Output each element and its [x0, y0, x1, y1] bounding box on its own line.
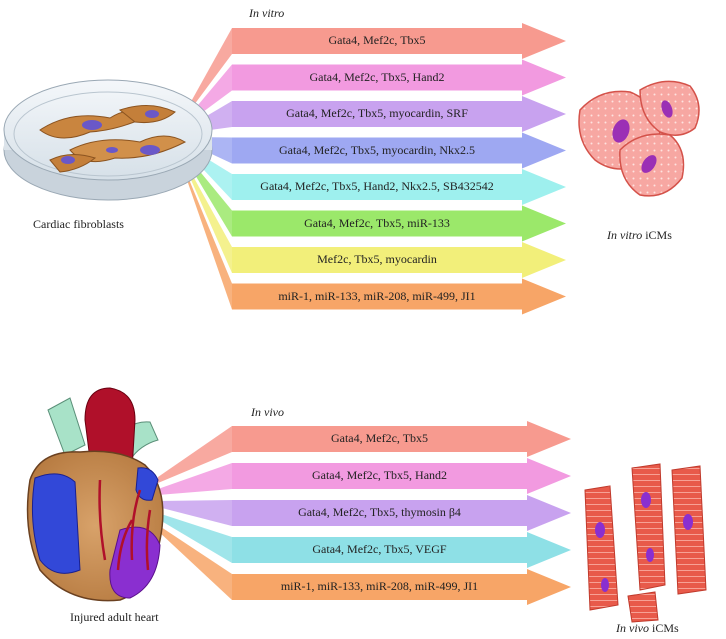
- arrow-label: Gata4, Mef2c, Tbx5, myocardin, SRF: [286, 106, 468, 120]
- arrow-label: miR-1, miR-133, miR-208, miR-499, JI1: [280, 579, 479, 593]
- in-vivo-icms-illustration: [584, 463, 707, 623]
- arrow: [232, 169, 566, 205]
- arrow-label: Gata4, Mef2c, Tbx5: [330, 431, 429, 445]
- arrow: [232, 96, 566, 132]
- arrow: [232, 278, 566, 315]
- in-vitro-icms-label: In vitro iCMs: [607, 228, 672, 242]
- injured-heart-illustration: [26, 387, 164, 602]
- fan-beam: [158, 463, 232, 495]
- arrow-label: Gata4, Mef2c, Tbx5, Hand2, Nkx2.5, SB432…: [260, 179, 494, 193]
- petri-dish: [3, 79, 213, 201]
- fan-beam: [188, 28, 232, 113]
- arrow: [232, 132, 566, 169]
- arrow: [232, 23, 566, 59]
- arrow: [232, 495, 571, 531]
- arrow-label: miR-1, miR-133, miR-208, miR-499, JI1: [278, 288, 476, 303]
- arrow: [232, 569, 571, 605]
- fibroblast-cells: [39, 105, 187, 173]
- fan-beam: [158, 513, 232, 563]
- injured-heart-label: Injured adult heart: [70, 610, 159, 624]
- cardiac-fibroblasts-label: Cardiac fibroblasts: [33, 217, 124, 231]
- arrow-label: Gata4, Mef2c, Tbx5: [328, 33, 426, 47]
- arrow: [232, 242, 566, 278]
- arrow: [232, 59, 566, 96]
- fan-beam: [158, 525, 232, 600]
- arrow-label: Gata4, Mef2c, Tbx5, Hand2: [311, 468, 448, 482]
- fan-beam: [158, 500, 232, 526]
- arrow-label: Gata4, Mef2c, Tbx5, myocardin, Nkx2.5: [278, 142, 476, 157]
- arrow-label: Gata4, Mef2c, Tbx5, miR-133: [304, 215, 450, 230]
- fan-beam: [188, 177, 232, 310]
- in-vitro-section-label: In vitro: [249, 6, 285, 20]
- bottom-fan: [158, 426, 232, 600]
- arrow-label: Gata4, Mef2c, Tbx5, Hand2: [309, 69, 445, 84]
- arrow: [232, 421, 571, 457]
- in-vivo-section-label: In vivo: [251, 405, 284, 419]
- arrow-label: Gata4, Mef2c, Tbx5, VEGF: [312, 542, 447, 556]
- in-vivo-icms-label: In vivo iCMs: [616, 621, 679, 635]
- fan-beam: [188, 157, 232, 237]
- arrow: [232, 205, 566, 242]
- arrow: [232, 458, 571, 494]
- in-vitro-icms-illustration: [578, 80, 700, 197]
- top-arrows: [232, 23, 566, 315]
- arrow-label: Mef2c, Tbx5, myocardin: [317, 252, 437, 266]
- arrow: [232, 532, 571, 568]
- fan-beam: [188, 167, 232, 273]
- bottom-arrows: [232, 421, 571, 605]
- fan-beam: [158, 426, 232, 483]
- arrow-label: Gata4, Mef2c, Tbx5, thymosin β4: [298, 505, 461, 519]
